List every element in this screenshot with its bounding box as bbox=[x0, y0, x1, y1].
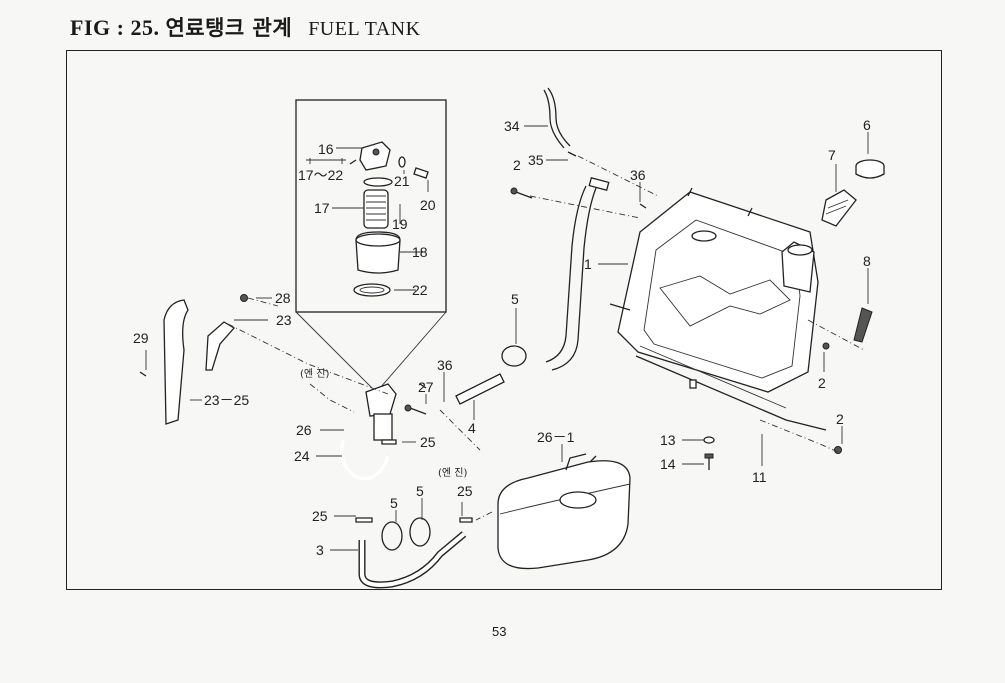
callout-23: 23 bbox=[276, 312, 292, 328]
callout-35: 35 bbox=[528, 152, 544, 168]
figure-title-english: FUEL TANK bbox=[308, 18, 421, 40]
sub-tank-26-1 bbox=[497, 453, 631, 570]
callout-25-mid: 25 bbox=[420, 434, 436, 450]
strainer-7 bbox=[821, 189, 857, 227]
hose-3 bbox=[358, 531, 467, 589]
clamp-5-upper bbox=[501, 345, 527, 367]
fuel-tank-main bbox=[609, 187, 827, 431]
callout-16: 16 bbox=[318, 141, 334, 157]
callout-5-lower-left: 5 bbox=[390, 495, 398, 511]
callout-29: 29 bbox=[133, 330, 149, 346]
callout-23-25: 23－25 bbox=[204, 392, 249, 408]
alignment-lines bbox=[227, 155, 865, 521]
callout-11: 11 bbox=[752, 469, 767, 485]
callout-7: 7 bbox=[828, 147, 836, 163]
callout-25-left: 25 bbox=[312, 508, 328, 524]
callout-36-top: 36 bbox=[630, 167, 646, 183]
diagram-frame bbox=[66, 50, 942, 590]
callout-4: 4 bbox=[468, 420, 476, 436]
page-number: 53 bbox=[492, 624, 507, 639]
filler-cap-6 bbox=[855, 159, 885, 179]
callout-5-lower-right: 5 bbox=[416, 483, 424, 499]
figure-title: FIG : 25. 연료탱크 관계 FUEL TANK bbox=[70, 12, 421, 42]
callout-2-bottom: 2 bbox=[836, 411, 844, 427]
clamps-5-lower bbox=[381, 517, 431, 551]
callout-26: 26 bbox=[296, 422, 312, 438]
callout-3: 3 bbox=[316, 542, 324, 558]
callout-36-mid: 36 bbox=[437, 357, 453, 373]
callout-5-upper: 5 bbox=[511, 291, 519, 307]
callout-17: 17 bbox=[314, 200, 330, 216]
figure-number: FIG : 25. bbox=[70, 15, 160, 40]
engine-note-right: (엔 진) bbox=[438, 467, 467, 479]
hose-4 bbox=[455, 373, 505, 405]
callout-24: 24 bbox=[294, 448, 310, 464]
return-hose-34 bbox=[543, 87, 571, 149]
washers-bolts bbox=[419, 151, 842, 470]
callout-14: 14 bbox=[660, 456, 676, 472]
rubber-pad-8 bbox=[853, 307, 873, 343]
callout-26-1: 26－1 bbox=[537, 429, 575, 445]
callout-8: 8 bbox=[863, 253, 871, 269]
callout-13: 13 bbox=[660, 432, 676, 448]
callout-6: 6 bbox=[863, 117, 871, 133]
callout-17-22: 17～22 bbox=[298, 167, 343, 183]
callout-34: 34 bbox=[504, 118, 520, 134]
callout-19: 19 bbox=[392, 216, 408, 232]
callout-20: 20 bbox=[420, 197, 436, 213]
bracket-23-25 bbox=[139, 294, 248, 425]
callout-28-label: 28 bbox=[275, 290, 291, 306]
leader-lines bbox=[145, 125, 869, 551]
callout-25-right: 25 bbox=[457, 483, 473, 499]
fuel-pipe-long bbox=[545, 177, 610, 371]
callout-21: 21 bbox=[394, 173, 410, 189]
filter-assembly bbox=[365, 383, 397, 441]
callout-1: 1 bbox=[584, 256, 592, 272]
engine-note-left: (엔 진) bbox=[300, 368, 329, 380]
figure-title-korean: 연료탱크 관계 bbox=[165, 16, 293, 40]
banjo-bolt-27 bbox=[404, 404, 427, 415]
filter-detail-inset bbox=[295, 99, 447, 389]
callout-22: 22 bbox=[412, 282, 428, 298]
callout-2-right: 2 bbox=[818, 375, 826, 391]
hose-clips-25 bbox=[355, 439, 473, 523]
callout-18: 18 bbox=[412, 244, 428, 260]
callout-27: 27 bbox=[418, 379, 434, 395]
callout-2-top: 2 bbox=[513, 157, 521, 173]
hose-24 bbox=[339, 439, 390, 481]
